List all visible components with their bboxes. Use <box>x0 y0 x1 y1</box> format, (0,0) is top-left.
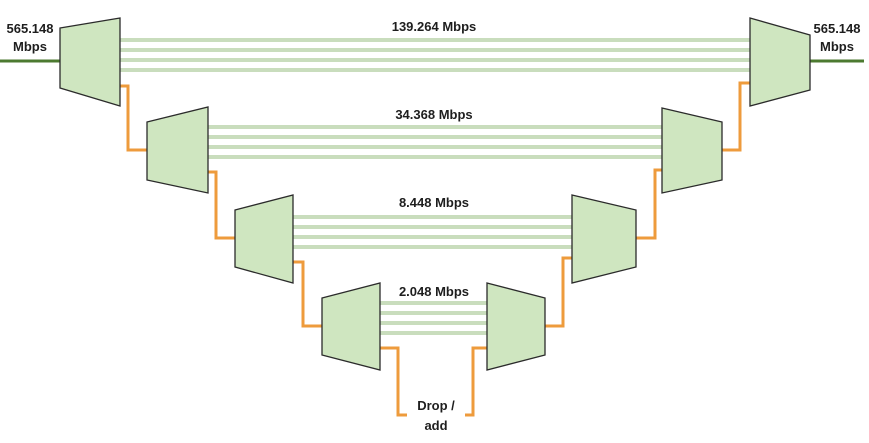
mux-right-level-4 <box>486 282 546 371</box>
drop-add-left-line <box>380 346 407 417</box>
tributary-right-2 <box>636 168 662 240</box>
mux-right-level-3 <box>571 194 637 284</box>
mux-left-level-4 <box>321 282 381 371</box>
level-1-rate-label: 139.264 Mbps <box>392 19 477 34</box>
trunk-lines-level-2 <box>208 125 662 159</box>
tributary-right-1 <box>722 81 750 152</box>
tributary-left-2 <box>208 170 235 240</box>
tributary-left-3 <box>293 260 322 328</box>
mux-left-level-1 <box>59 17 121 107</box>
left-rate-value: 565.148 <box>7 21 54 36</box>
trunk-lines-level-1 <box>120 38 750 72</box>
drop-add-label-line-2: add <box>424 418 447 433</box>
trunk-lines-level-3 <box>293 215 575 249</box>
level-3-rate-label: 8.448 Mbps <box>399 195 469 210</box>
drop-add-label-line-1: Drop / <box>417 398 455 413</box>
mux-right-level-1 <box>749 17 811 107</box>
tributary-left-1 <box>120 84 147 152</box>
mux-left-level-2 <box>146 106 209 194</box>
right-rate-value: 565.148 <box>814 21 861 36</box>
mux-left-level-3 <box>234 194 294 284</box>
level-4-rate-label: 2.048 Mbps <box>399 284 469 299</box>
right-rate-unit: Mbps <box>820 39 854 54</box>
drop-add-right-line <box>465 346 487 417</box>
trunk-lines-level-4 <box>380 301 487 335</box>
tributary-right-3 <box>545 256 572 328</box>
mux-right-level-2 <box>661 107 723 194</box>
left-rate-unit: Mbps <box>13 39 47 54</box>
level-2-rate-label: 34.368 Mbps <box>395 107 472 122</box>
